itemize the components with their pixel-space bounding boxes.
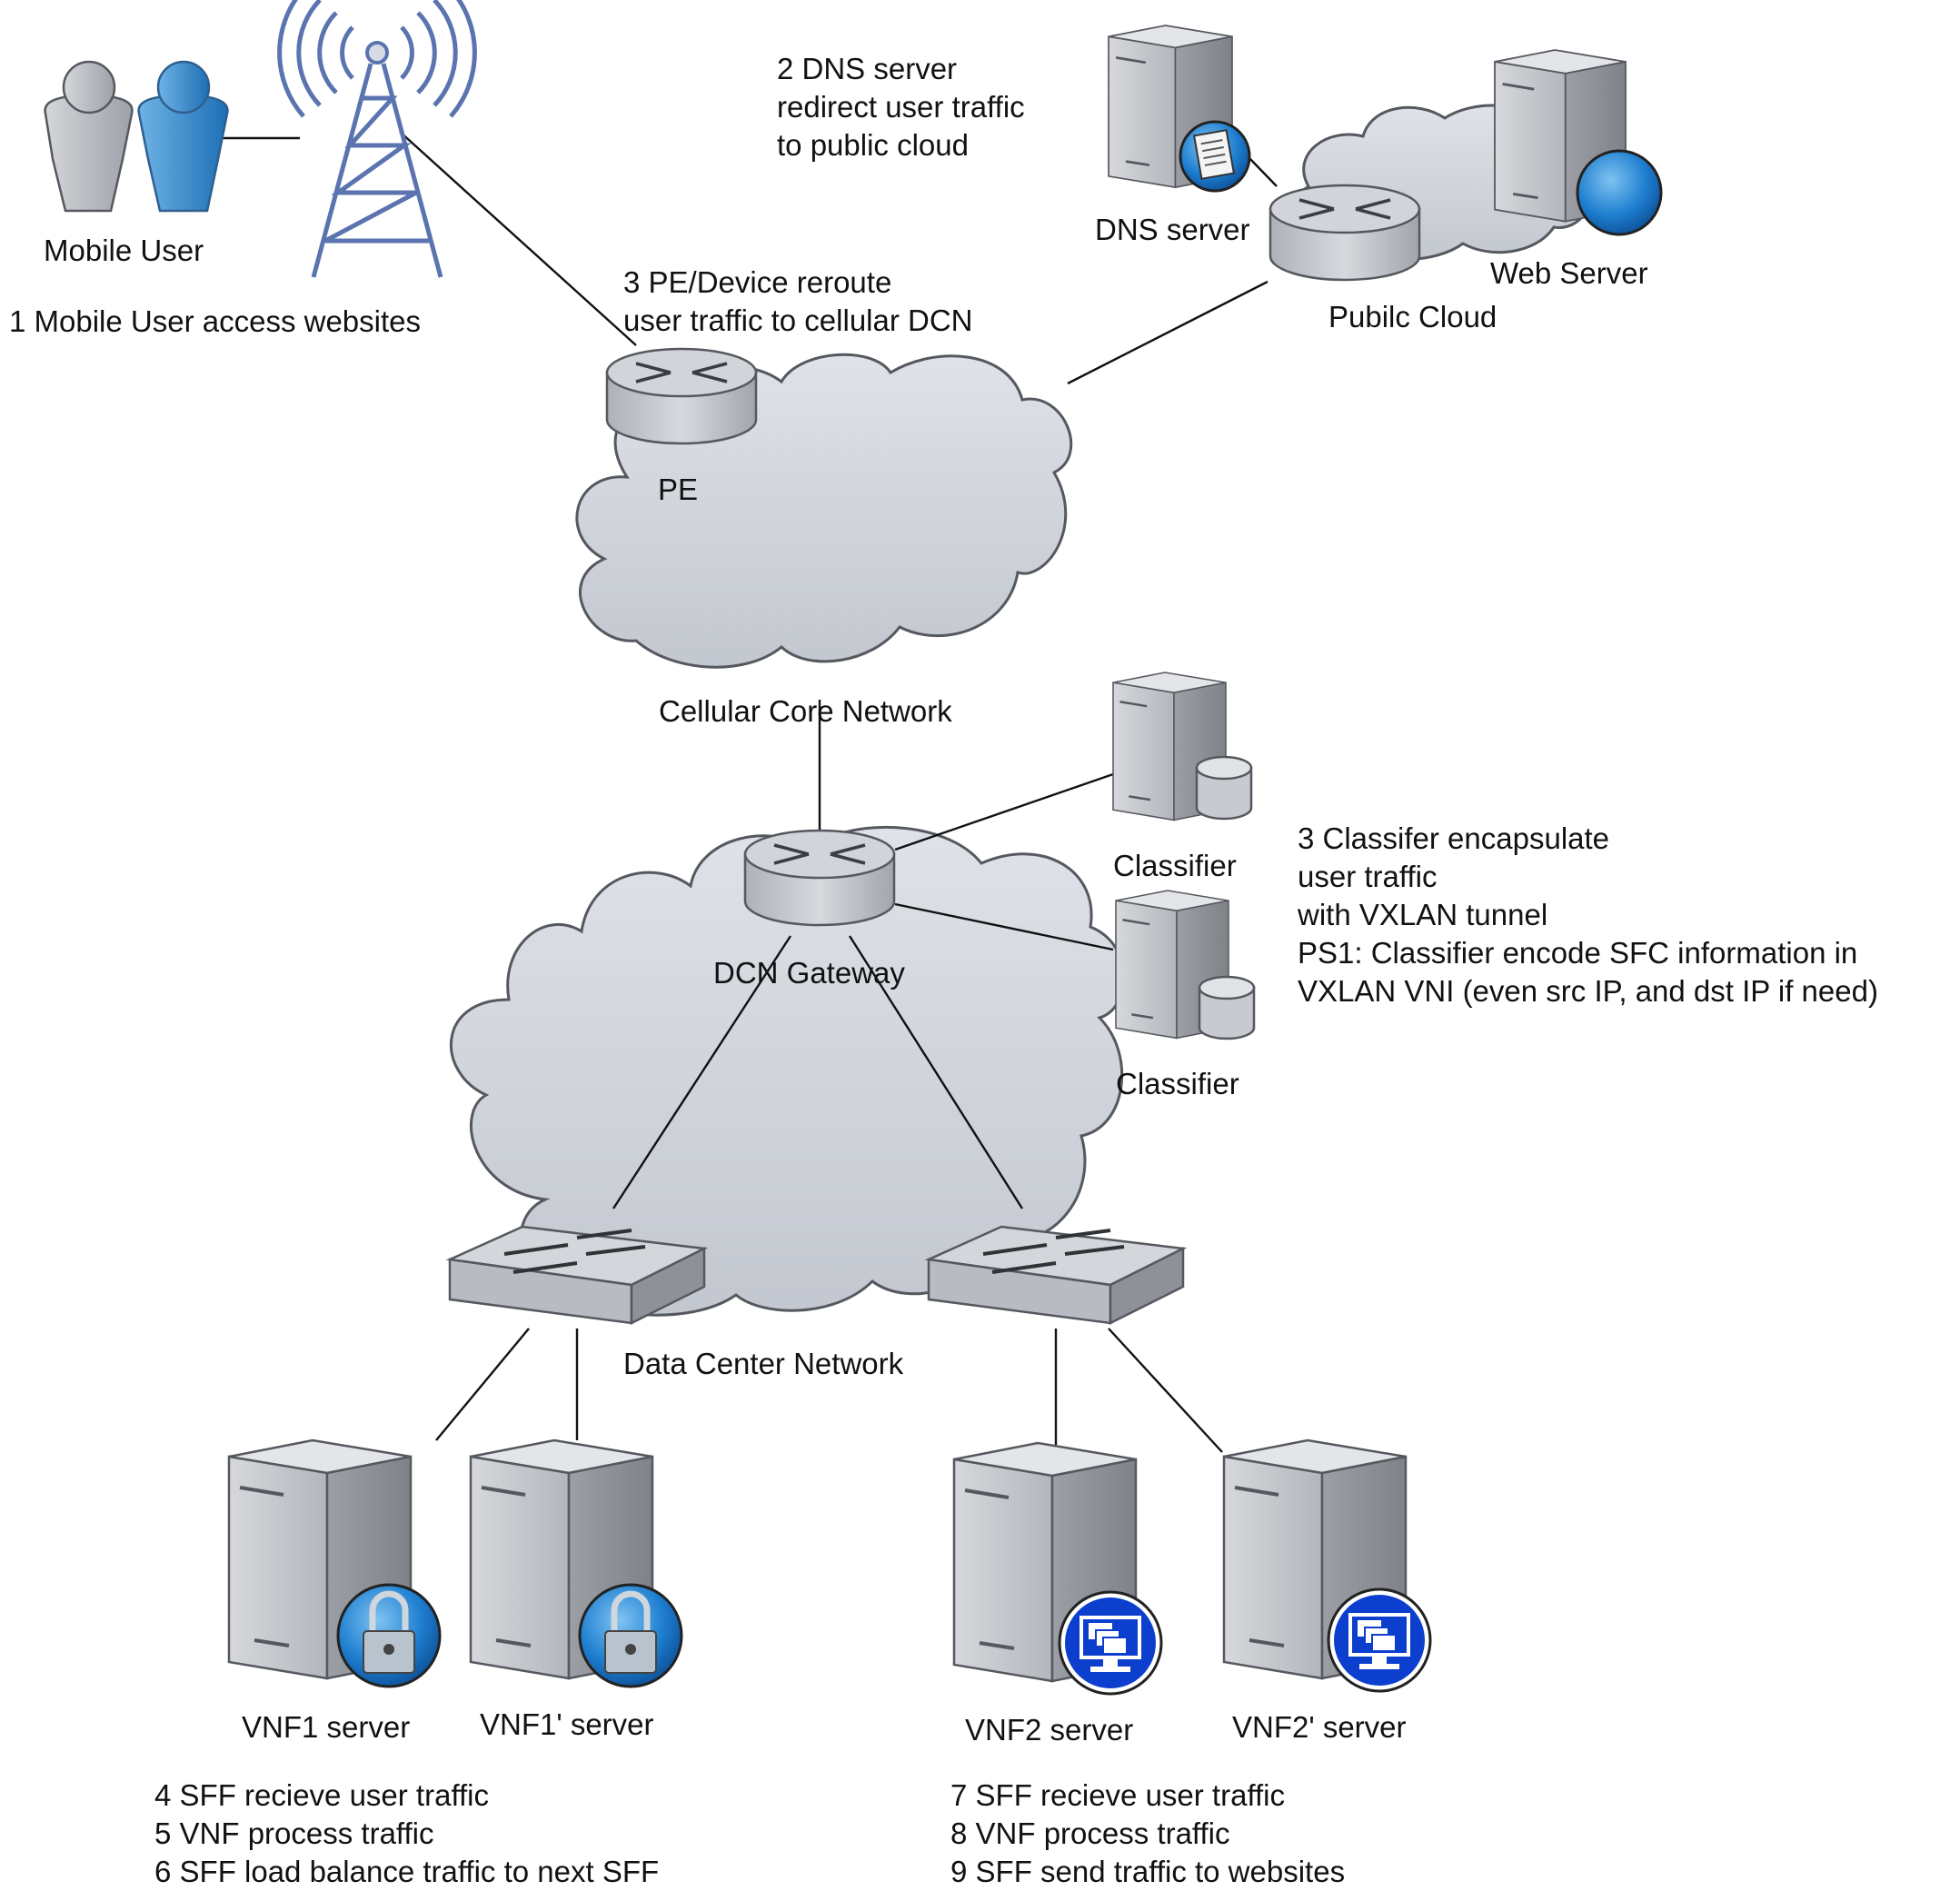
pe-label: PE [658,473,699,506]
steps-789-label: 7 SFF recieve user traffic 8 VNF process… [950,1778,1346,1888]
monitor-icon [1058,1590,1163,1696]
public-cloud-router-icon [1269,184,1421,282]
dcn-gateway-label: DCN Gateway [713,956,905,990]
vnf2-prime-server-label: VNF2' server [1232,1710,1407,1744]
mobile-user-label: Mobile User [44,234,204,267]
classifier-2-icon [1114,889,1256,1040]
step3-pe-label: 3 PE/Device reroute user traffic to cell… [623,265,973,337]
data-center-network-label: Data Center Network [623,1347,904,1380]
connection-lines [223,131,1278,1453]
classifier-1-icon [1111,671,1253,821]
classifier-2-label: Classifier [1116,1067,1239,1100]
lock-icon [578,1583,683,1688]
dns-server-label: DNS server [1095,213,1250,246]
step1-label: 1 Mobile User access websites [9,304,422,338]
steps-456-label: 4 SFF recieve user traffic 5 VNF process… [154,1778,660,1888]
monitor-icon [1327,1587,1432,1693]
lock-icon [336,1583,442,1688]
globe-icon [1576,149,1663,236]
public-cloud-label: Pubilc Cloud [1328,300,1497,333]
pe-router-icon [605,347,758,445]
web-server-label: Web Server [1490,256,1648,290]
vnf1-server-label: VNF1 server [242,1710,411,1744]
classifier-1-label: Classifier [1113,849,1237,882]
cellular-core-label: Cellular Core Network [659,694,952,728]
vnf2-server-label: VNF2 server [965,1713,1134,1747]
switch-right-icon [927,1225,1185,1325]
document-icon [1179,120,1251,193]
vnf1-prime-server-label: VNF1' server [480,1707,654,1741]
step3-classifier-label: 3 Classifer encapsulate user traffic wit… [1298,821,1878,1008]
data-center-cloud [449,825,1126,1317]
mobile-users-icon [44,60,229,213]
dcn-gateway-router-icon [743,829,896,927]
cell-tower-icon [277,0,477,278]
step2-label: 2 DNS server redirect user traffic to pu… [777,52,1025,162]
